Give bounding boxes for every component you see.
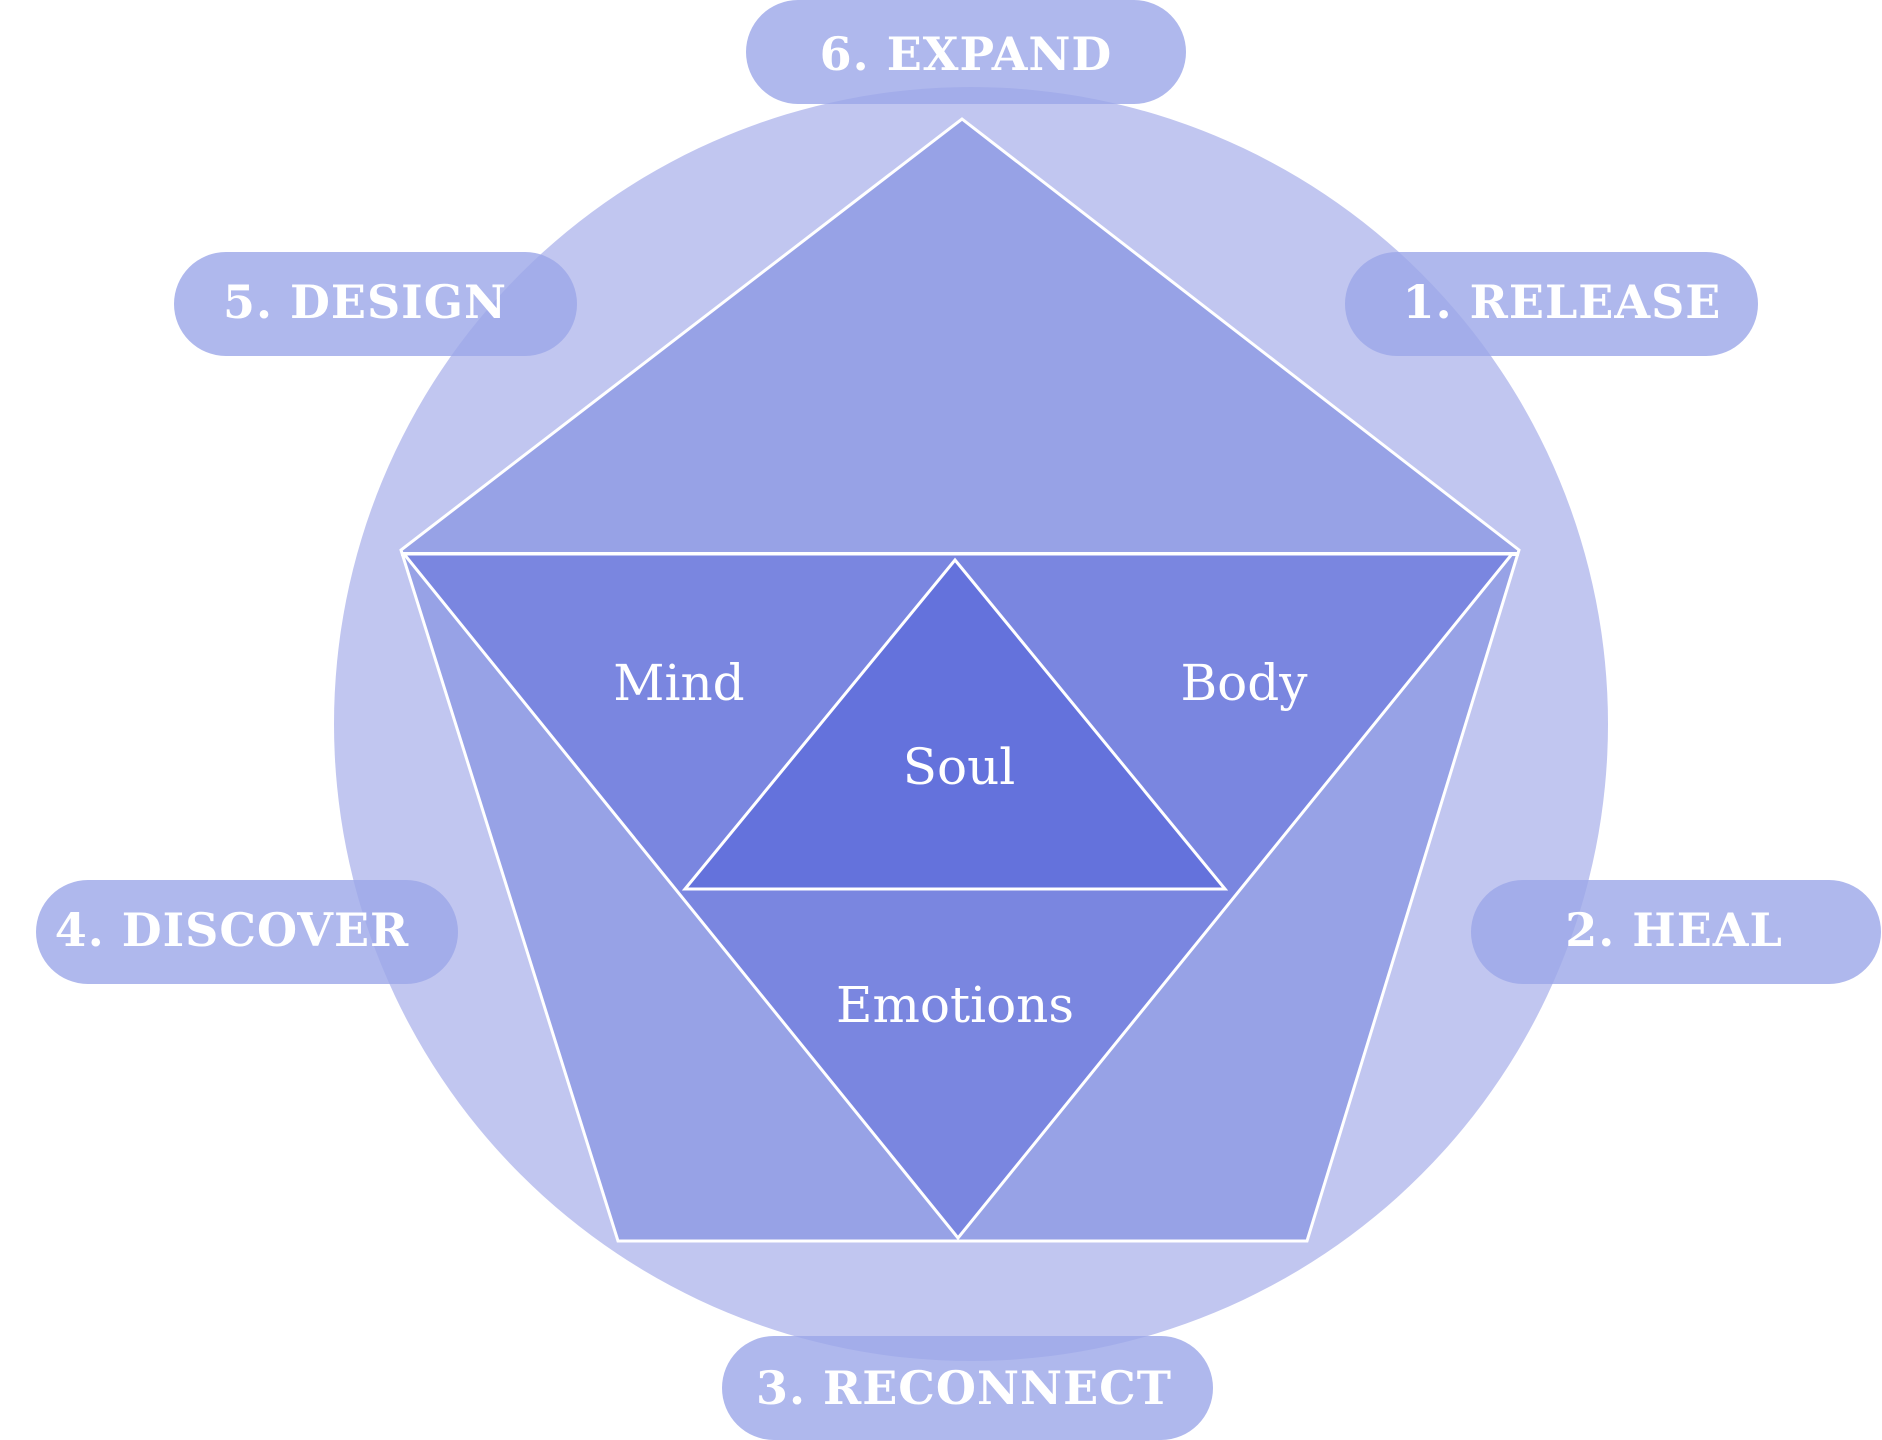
step-pill-6: 6. EXPAND xyxy=(746,0,1186,104)
step-pill-6-label: 6. EXPAND xyxy=(820,27,1113,81)
step-pill-3-bg xyxy=(722,1336,1213,1440)
step-pill-2-bg xyxy=(1471,880,1881,984)
step-pill-1: 1. RELEASE xyxy=(1345,252,1758,356)
step-pill-2-label: 2. HEAL xyxy=(1565,903,1783,957)
step-pill-6-bg xyxy=(746,0,1186,104)
label-mind: Mind xyxy=(613,654,744,712)
step-pill-5: 5. DESIGN xyxy=(174,252,577,356)
step-pill-1-bg xyxy=(1345,252,1758,356)
inverted-triangle xyxy=(400,552,1516,1241)
step-pill-5-label: 5. DESIGN xyxy=(223,275,507,329)
step-pill-3: 3. RECONNECT xyxy=(722,1336,1213,1440)
step-pill-4-label: 4. DISCOVER xyxy=(55,903,410,957)
step-pill-5-bg xyxy=(174,252,577,356)
label-body: Body xyxy=(1180,654,1308,712)
step-pill-2: 2. HEAL xyxy=(1471,880,1881,984)
soul-triangle xyxy=(681,557,1229,891)
label-emotions: Emotions xyxy=(836,976,1074,1034)
step-pill-4: 4. DISCOVER xyxy=(36,880,458,984)
step-pill-3-label: 3. RECONNECT xyxy=(756,1361,1172,1415)
step-pill-4-bg xyxy=(36,880,458,984)
label-soul: Soul xyxy=(903,738,1016,796)
step-pill-1-label: 1. RELEASE xyxy=(1403,275,1722,329)
